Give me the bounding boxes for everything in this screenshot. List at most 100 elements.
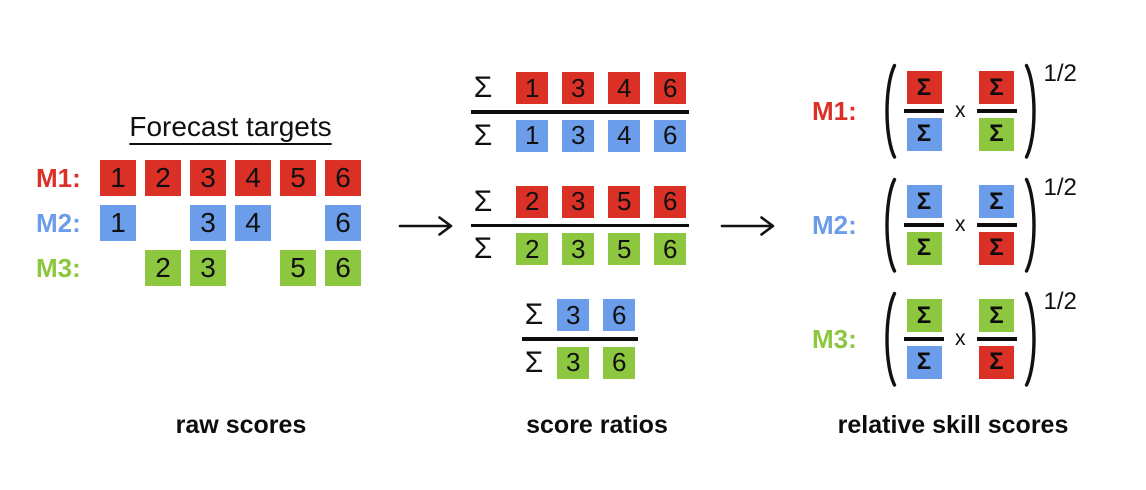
score-box: 3 <box>190 160 226 196</box>
sigma-symbol: Σ <box>473 71 493 104</box>
score-box: 3 <box>557 346 590 379</box>
sigma-sum-box: Σ <box>906 231 942 265</box>
open-paren-icon <box>880 63 898 160</box>
score-box: 6 <box>325 250 361 286</box>
fraction-bar <box>470 223 690 227</box>
score-box: 1 <box>100 205 136 241</box>
exponent-label: 1/2 <box>1043 60 1077 87</box>
sigma-sum-box: Σ <box>979 345 1014 379</box>
fraction-bar <box>976 223 1017 227</box>
exponent-label: 1/2 <box>1043 288 1077 315</box>
score-box: 1 <box>100 160 136 196</box>
caption-raw-scores: raw scores <box>175 411 307 439</box>
empty-slot <box>280 205 316 241</box>
score-box: 6 <box>654 233 687 265</box>
score-box: 6 <box>654 185 687 218</box>
arrow-right-icon <box>398 213 456 239</box>
score-box: 4 <box>608 72 641 104</box>
arrow-right-icon <box>720 213 778 239</box>
score-box: 3 <box>190 250 226 286</box>
score-box: 5 <box>280 250 316 286</box>
empty-slot <box>100 250 136 286</box>
exponent-label: 1/2 <box>1043 174 1077 201</box>
close-paren-icon <box>1023 63 1041 160</box>
sigma-sum-box: Σ <box>979 231 1014 265</box>
sigma-symbol: Σ <box>473 184 493 218</box>
sigma-sum-box: Σ <box>979 299 1014 333</box>
score-box: 6 <box>654 119 687 152</box>
close-paren-icon <box>1023 291 1041 388</box>
sigma-sum-box: Σ <box>979 117 1014 151</box>
sigma-sum-box: Σ <box>906 117 942 151</box>
caption-relative-skill-scores: relative skill scores <box>837 411 1069 439</box>
score-box: 3 <box>562 233 595 265</box>
model-label: M3: <box>36 252 81 283</box>
score-box: 4 <box>235 160 271 196</box>
score-box: 6 <box>325 205 361 241</box>
sigma-sum-box: Σ <box>906 345 942 379</box>
multiply-sign: x <box>955 327 966 350</box>
fraction-bar <box>976 109 1017 113</box>
model-label: M1: <box>812 95 857 126</box>
score-box: 3 <box>562 72 595 104</box>
score-box: 2 <box>145 250 181 286</box>
fraction-bar <box>904 223 944 227</box>
score-box: 4 <box>608 119 641 152</box>
score-box: 6 <box>325 160 361 196</box>
score-box: 6 <box>654 72 687 104</box>
score-box: 3 <box>190 205 226 241</box>
sigma-symbol: Σ <box>524 298 544 331</box>
fraction-bar <box>904 109 944 113</box>
fraction-bar <box>470 110 690 114</box>
score-box: 6 <box>603 299 636 331</box>
forecast-targets-title: Forecast targets <box>129 111 332 142</box>
sigma-symbol: Σ <box>473 232 493 265</box>
fraction-bar <box>904 337 944 341</box>
sigma-symbol: Σ <box>473 118 493 152</box>
score-box: 6 <box>603 346 636 379</box>
sigma-sum-box: Σ <box>906 185 942 219</box>
open-paren-icon <box>880 291 898 388</box>
score-box: 1 <box>516 119 549 152</box>
multiply-sign: x <box>955 99 966 122</box>
score-box: 3 <box>562 119 595 152</box>
score-box: 4 <box>235 205 271 241</box>
model-label: M2: <box>36 207 81 238</box>
model-label: M1: <box>36 162 81 193</box>
model-label: M2: <box>812 209 857 240</box>
score-box: 2 <box>145 160 181 196</box>
score-box: 2 <box>516 185 549 218</box>
